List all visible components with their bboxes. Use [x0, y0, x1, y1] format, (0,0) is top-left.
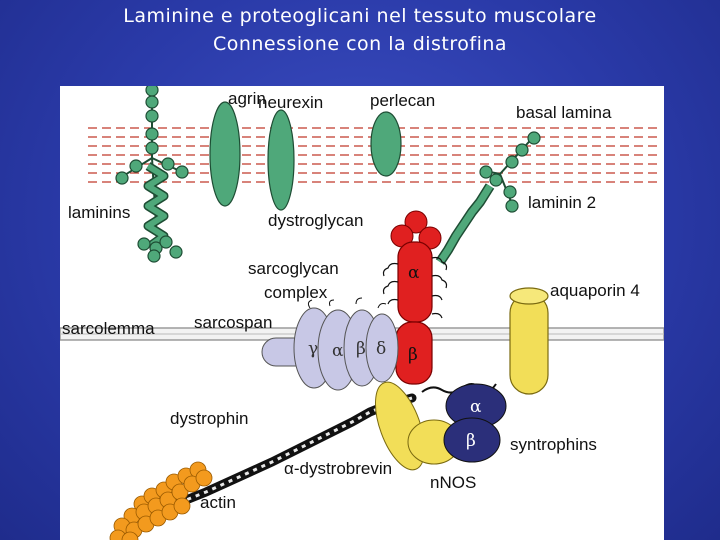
label-perlecan: perlecan: [370, 91, 435, 110]
dystroglycan-complex: [382, 210, 448, 385]
dg-alpha-label: α: [408, 263, 420, 283]
label-dystrobrevin: α-dystrobrevin: [284, 459, 392, 478]
laminin2-structure: [435, 131, 541, 265]
syntrophin-shapes: [443, 383, 507, 463]
slide-title: Laminine e proteoglicani nel tessuto mus…: [0, 2, 720, 58]
syntrophin-alpha-label: α: [470, 397, 482, 417]
label-sarcolemma: sarcolemma: [62, 319, 155, 338]
aquaporin-channel: [509, 287, 549, 395]
label-nnos: nNOS: [430, 473, 476, 492]
label-neurexin: neurexin: [258, 93, 323, 112]
greek-labels: γ α β δ α β α β: [308, 263, 482, 451]
label-laminin2: laminin 2: [528, 193, 596, 212]
label-sarcospan: sarcospan: [194, 313, 272, 332]
laminins-structure: [115, 86, 189, 263]
neurexin-shape: [267, 109, 295, 211]
title-line-1: Laminine e proteoglicani nel tessuto mus…: [123, 5, 597, 27]
actin-filament: [109, 461, 213, 540]
label-sarcoglycan-2: complex: [264, 283, 328, 302]
sg-beta-label: β: [356, 339, 366, 359]
diagram-panel: γ α β δ α β α β agrin neurexin perlecan …: [60, 86, 664, 540]
sarcoglycan-complex: [261, 297, 399, 391]
label-agrin: agrin: [228, 89, 266, 108]
dystrophin-complex-diagram: γ α β δ α β α β agrin neurexin perlecan …: [60, 86, 664, 540]
dg-beta-label: β: [408, 345, 418, 365]
sg-delta-label: δ: [376, 339, 386, 359]
label-actin: actin: [200, 493, 236, 512]
component-labels: agrin neurexin perlecan basal lamina lam…: [62, 89, 640, 512]
sg-alpha-label: α: [332, 341, 344, 361]
syntrophin-beta-label: β: [466, 431, 476, 451]
label-laminins: laminins: [68, 203, 130, 222]
label-dystroglycan: dystroglycan: [268, 211, 363, 230]
label-syntrophins: syntrophins: [510, 435, 597, 454]
label-sarcoglycan-1: sarcoglycan: [248, 259, 339, 278]
agrin-shape: [209, 101, 241, 207]
gamma-label: γ: [308, 339, 318, 359]
perlecan-shape: [370, 111, 402, 177]
title-line-2: Connessione con la distrofina: [212, 33, 508, 55]
label-dystrophin: dystrophin: [170, 409, 248, 428]
label-basal-lamina: basal lamina: [516, 103, 612, 122]
label-aquaporin: aquaporin 4: [550, 281, 640, 300]
